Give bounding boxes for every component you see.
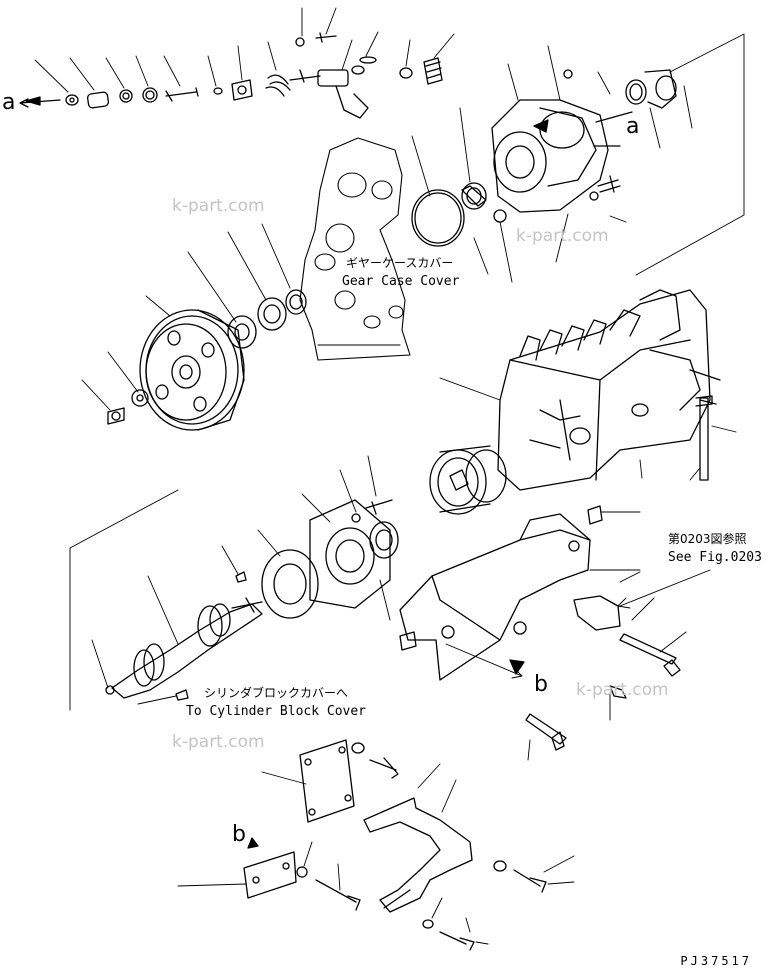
leader-lines-shaft [69,455,391,711]
see-fig-label-en: See Fig.0203 [668,550,762,565]
cylinder-block-label-en: To Cylinder Block Cover [186,704,367,719]
leader-lines-bottom [177,763,575,945]
ref-label-a-right: a [626,114,640,139]
gear-washers [107,289,307,425]
lower-cover [363,797,547,951]
watermark-4: k-part.com [172,732,265,752]
cylinder-block-label-jp: シリンダブロックカバーへ [204,686,349,700]
gear-case-cover [299,137,411,361]
see-fig-label-jp: 第0203図参照 [668,532,747,546]
watermark-2: k-part.com [516,226,609,246]
drive-gear [139,309,245,431]
gear-case-label-en: Gear Case Cover [342,274,460,289]
leader-lines-top [34,7,455,93]
drive-housing [491,69,677,213]
gear-case-label-jp: ギヤーケースカバー [346,256,454,270]
ref-label-a-left: a [2,90,16,115]
watermark-3: k-part.com [576,680,669,700]
reference-arrows [25,96,549,849]
pump-bolt [695,395,713,481]
ref-label-b-left: b [232,822,246,847]
leader-lines-pump [439,377,737,513]
cover-plate [299,739,399,823]
o-ring-and-seals [411,182,507,247]
ref-label-b-right: b [534,672,548,697]
leader-lines-gear [81,223,291,411]
shaft-flange [261,499,399,619]
leader-lines-housing [411,33,745,283]
coupling-shaft [105,571,263,701]
drawing-code: PJ37517 [680,954,752,968]
pump-coupling [429,445,507,515]
mounting-bracket [399,505,681,751]
small-plate [243,851,361,911]
injection-pump [497,289,721,491]
leader-lines-bracket [445,569,711,761]
top-fastener-row [19,32,443,119]
watermark-1: k-part.com [172,196,265,216]
